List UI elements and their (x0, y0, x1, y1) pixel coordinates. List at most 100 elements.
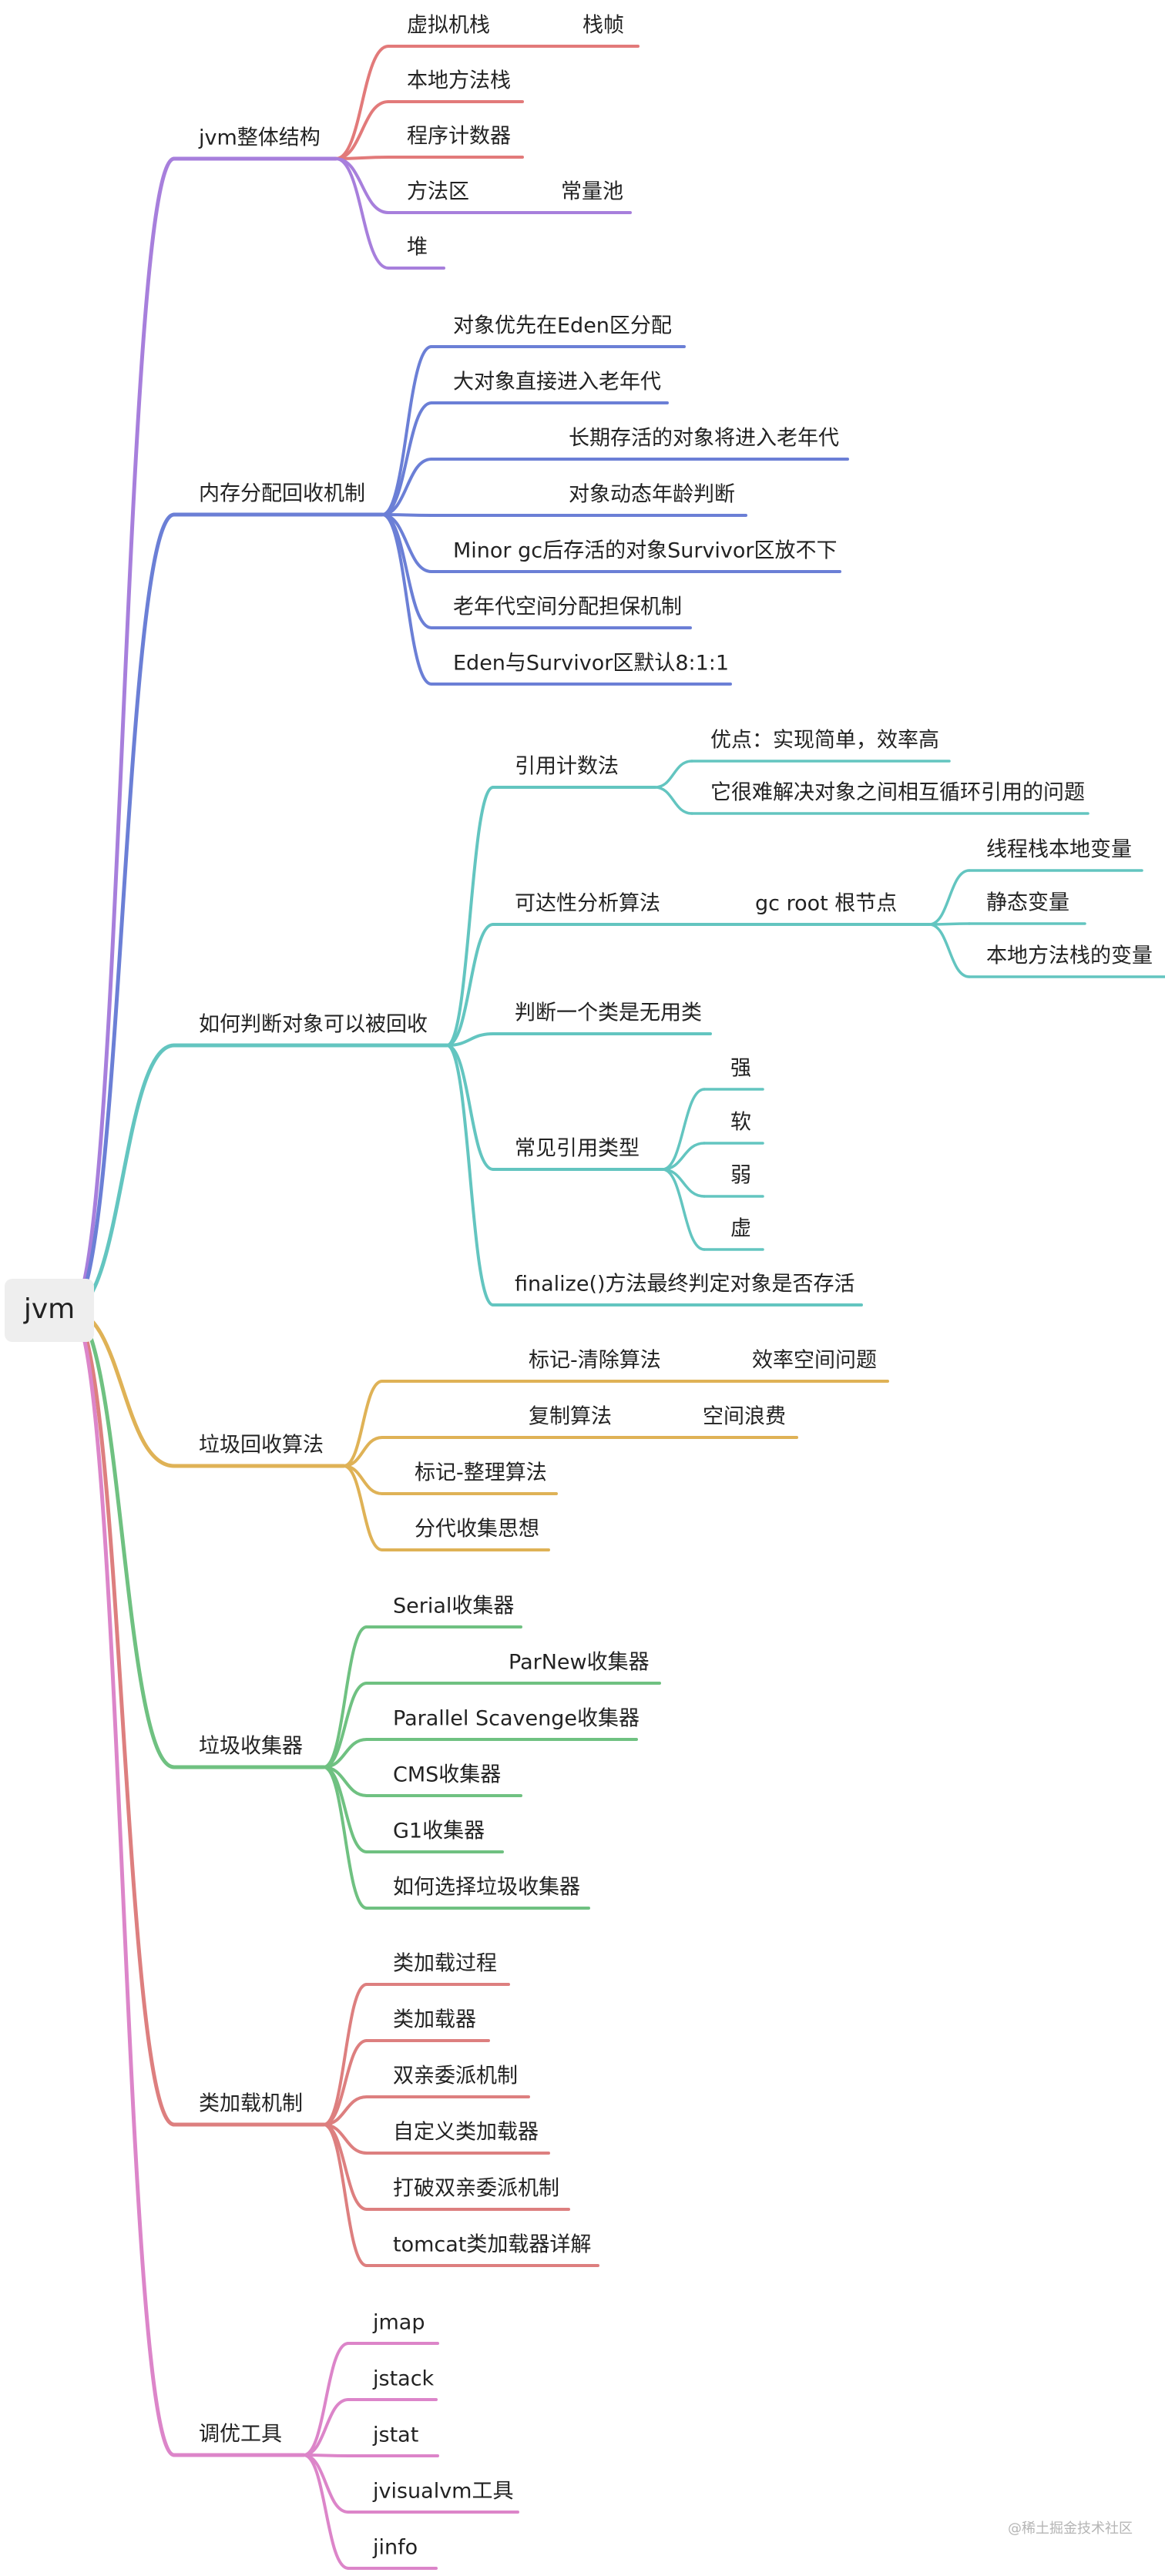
child-label: G1收集器 (393, 1820, 485, 1843)
leaf-label: 强 (730, 1057, 751, 1081)
child-connector (445, 923, 495, 1047)
child-label: 如何选择垃圾收集器 (393, 1876, 580, 1900)
leaf-label: 本地方法栈的变量 (986, 944, 1153, 968)
child-connector (302, 2454, 350, 2514)
child-label: tomcat类加载器详解 (393, 2233, 591, 2257)
child-connector (322, 1682, 368, 1769)
child-label: 类加载器 (393, 2008, 476, 2032)
child-label: jstack (372, 2367, 435, 2391)
child-label: 双亲委派机制 (393, 2064, 518, 2088)
child-label: 堆 (407, 236, 428, 260)
child-label: jvisualvm工具 (372, 2480, 514, 2504)
child-label: 判断一个类是无用类 (515, 1001, 702, 1025)
leaf-connector (653, 786, 693, 815)
branch-connector (69, 1308, 176, 2127)
leaf-connector (928, 869, 971, 926)
child-label: jmap (372, 2311, 425, 2335)
child-connector (334, 157, 390, 270)
child-label: jinfo (372, 2536, 418, 2560)
branch-label: jvm整体结构 (198, 126, 321, 150)
branch-connector (69, 512, 176, 1313)
child-label: Minor gc后存活的对象Survivor区放不下 (453, 539, 838, 563)
child-label: 大对象直接进入老年代 (453, 371, 661, 394)
leaf-label: 它很难解决对象之间相互循环引用的问题 (710, 781, 1085, 805)
root-label: jvm (23, 1293, 75, 1325)
branch-label: 类加载机制 (199, 2092, 303, 2116)
child-connector (342, 1464, 384, 1551)
branch-label: 如何判断对象可以被回收 (199, 1013, 428, 1037)
child-label: 方法区 (407, 180, 469, 204)
connector-layer (69, 45, 1165, 2570)
child-label: Serial收集器 (393, 1595, 514, 1618)
child-label: 常见引用类型 (515, 1137, 640, 1161)
child-label: finalize()方法最终判定对象是否存活 (515, 1273, 855, 1296)
child-label: 对象优先在Eden区分配 (453, 314, 672, 338)
child-connector (381, 345, 433, 516)
child-label: 本地方法栈 (407, 69, 511, 93)
child-connector (322, 1625, 368, 1769)
child-connector (302, 2398, 350, 2457)
branch-label: 调优工具 (199, 2423, 282, 2447)
branch-label: 垃圾回收算法 (199, 1434, 324, 1457)
child-connector (302, 2342, 350, 2457)
child-label: 长期存活的对象将进入老年代 (569, 427, 839, 451)
child-label: 自定义类加载器 (393, 2121, 539, 2145)
child-label: 程序计数器 (407, 125, 511, 149)
leaf-label: 效率空间问题 (752, 1349, 877, 1373)
branch-label: 垃圾收集器 (199, 1735, 303, 1759)
child-connector (445, 786, 495, 1047)
leaf-connector (653, 760, 693, 789)
child-connector (322, 2039, 368, 2126)
leaf-label: 空间浪费 (703, 1405, 786, 1429)
child-label: 老年代空间分配担保机制 (453, 595, 682, 619)
watermark-text: @稀土掘金技术社区 (1008, 2521, 1133, 2537)
child-label: 标记-清除算法 (529, 1349, 661, 1373)
leaf-label: 优点：实现简单，效率高 (710, 729, 939, 753)
child-connector (322, 1983, 368, 2126)
leaf-connector (661, 1142, 706, 1171)
child-label: 类加载过程 (393, 1952, 497, 1976)
child-label: 对象动态年龄判断 (569, 483, 735, 507)
leaf-label: 栈帧 (582, 14, 624, 38)
leaf-label: 线程栈本地变量 (986, 838, 1132, 862)
leaf-connector (661, 1088, 706, 1171)
child-label: 标记-整理算法 (415, 1461, 547, 1485)
child-connector (322, 1766, 368, 1910)
leaf-label: 虚 (730, 1217, 751, 1241)
child-label: ParNew收集器 (509, 1651, 650, 1675)
child-connector (334, 45, 390, 160)
child-connector (322, 2123, 368, 2267)
branch-connector (69, 156, 176, 1313)
child-label: Parallel Scavenge收集器 (393, 1707, 640, 1731)
child-label: 复制算法 (529, 1405, 612, 1429)
branch-label: 内存分配回收机制 (199, 482, 365, 506)
child-connector (381, 401, 433, 516)
child-connector (445, 1032, 495, 1047)
leaf-label: 静态变量 (986, 891, 1069, 915)
child-connector (381, 458, 433, 516)
child-connector (445, 1044, 495, 1306)
child-label: 引用计数法 (515, 755, 619, 779)
leaf-connector (928, 923, 971, 978)
child-label: 虚拟机栈 (407, 14, 490, 38)
child-connector (445, 1044, 495, 1171)
leaf-label: 弱 (730, 1164, 751, 1188)
child-label: Eden与Survivor区默认8:1:1 (453, 652, 729, 676)
branch-connector (69, 1308, 176, 2457)
child-label: 打破双亲委派机制 (393, 2177, 559, 2201)
root-node (5, 1279, 94, 1342)
child-connector (381, 513, 433, 686)
child-connector (334, 157, 390, 214)
child-connector (342, 1380, 384, 1467)
child-label: 分代收集思想 (415, 1518, 539, 1541)
child-label: CMS收集器 (393, 1763, 501, 1787)
leaf-connector (661, 1168, 706, 1251)
child-label: 可达性分析算法 (515, 892, 660, 916)
leaf-label: 常量池 (561, 180, 623, 204)
child-connector (334, 100, 390, 160)
leaf-label: 软 (730, 1111, 751, 1135)
mid-label: gc root 根节点 (755, 892, 897, 916)
child-label: jstat (372, 2423, 418, 2447)
